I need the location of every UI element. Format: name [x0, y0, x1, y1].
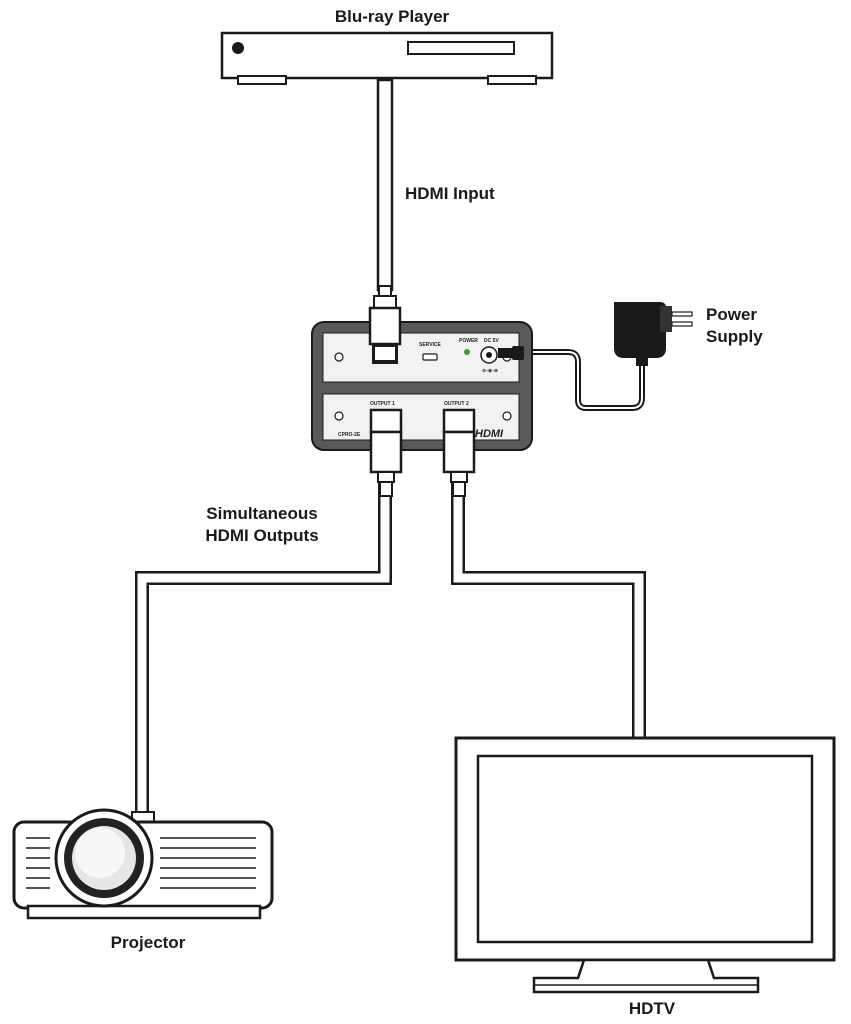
svg-text:⊖-◉-⊕: ⊖-◉-⊕ [482, 368, 498, 374]
screw-icon [502, 411, 512, 421]
hdtv-label: HDTV [629, 999, 676, 1018]
service-port [422, 353, 438, 361]
power-supply-label-line1: Power [706, 305, 757, 324]
hdmi-output-cable-projector [135, 480, 392, 822]
power-cable [522, 349, 645, 411]
hdtv-screen [476, 754, 814, 944]
projector [12, 808, 274, 920]
outputs-label-line1: Simultaneous [206, 504, 317, 523]
output-2-label: OUTPUT 2 [444, 401, 469, 407]
power-led-label: POWER [459, 338, 478, 344]
model-label: CPRO-2E [338, 432, 361, 438]
hdmi-output-cable-hdtv [451, 480, 646, 738]
hdtv [454, 736, 836, 994]
hdmi-logo: HDMI [475, 428, 504, 440]
dc-input-label: DC 5V [484, 338, 499, 344]
hdmi-output-connector-2 [442, 408, 476, 497]
output-1-label: OUTPUT 1 [370, 401, 395, 407]
service-port-label: SERVICE [419, 342, 442, 348]
plug-prong [671, 311, 693, 317]
blu-ray-player [220, 31, 554, 85]
outputs-label-line2: HDMI Outputs [205, 526, 318, 545]
splitter-front-panel [322, 393, 520, 441]
power-led [464, 349, 470, 355]
projector-vent-right [160, 837, 256, 889]
screw-icon [334, 352, 344, 362]
screw-icon [334, 411, 344, 421]
hdtv-stand [532, 958, 760, 994]
power-button-icon [232, 42, 244, 54]
hdmi-input-label: HDMI Input [405, 184, 495, 203]
disc-tray [407, 41, 515, 55]
hdmi-splitter: SERVICE POWER DC 5V ⊖-◉-⊕ OUTPUT 1 OUTPU… [311, 321, 533, 451]
hdmi-input-cable [376, 78, 394, 292]
power-adapter [614, 302, 693, 366]
plug-prong [671, 321, 693, 327]
projector-label: Projector [111, 933, 186, 952]
hdmi-output-connector-1 [369, 408, 403, 497]
hdmi-input-connector [368, 285, 402, 364]
blu-ray-player-label: Blu-ray Player [335, 7, 450, 26]
power-supply-label-line2: Supply [706, 327, 763, 346]
dc-plug [498, 346, 524, 360]
projector-vent-left [26, 837, 50, 889]
